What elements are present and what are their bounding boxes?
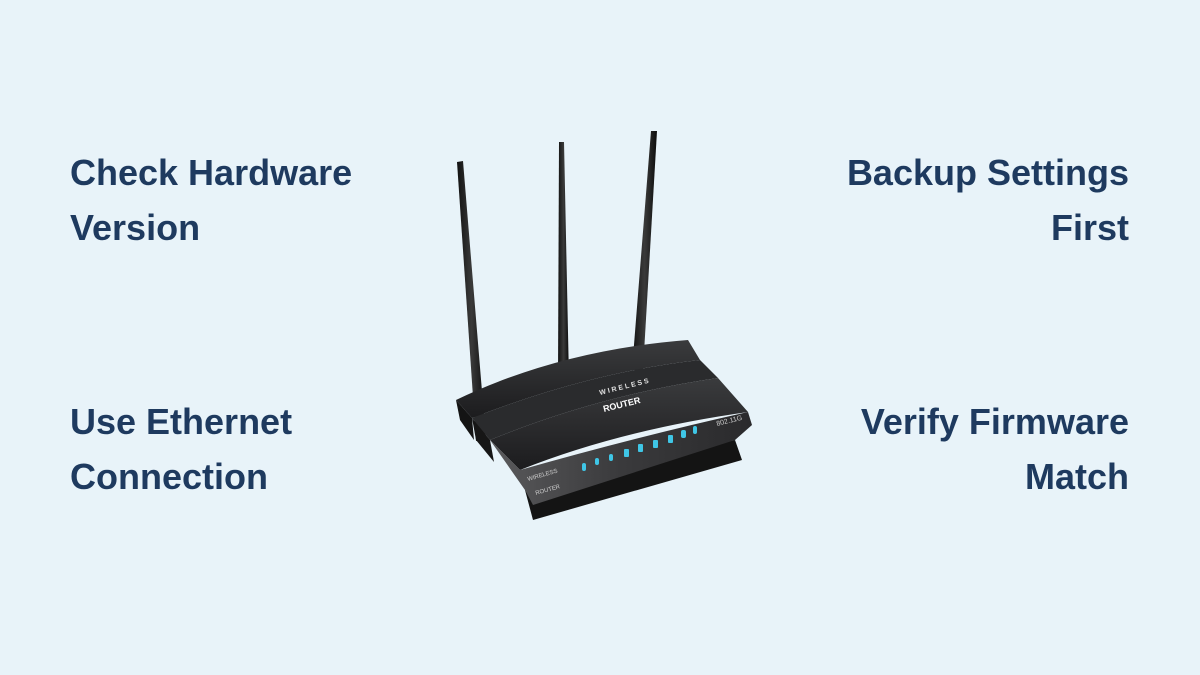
tip-line: Version — [70, 207, 201, 248]
led-lan4 — [668, 435, 673, 443]
router-base — [525, 440, 742, 520]
led-power — [582, 463, 586, 471]
router-top-layer — [472, 360, 718, 440]
router-image: WIRELESS ROUTER WIRELESS ROUTER 802.11G — [440, 120, 770, 530]
tip-line: Connection — [70, 456, 268, 497]
tip-check-hardware-version: Check Hardware Version — [70, 145, 352, 255]
tip-use-ethernet-connection: Use Ethernet Connection — [70, 394, 292, 504]
antenna-right — [632, 131, 657, 370]
router-top-layer — [456, 340, 700, 418]
antenna-middle — [558, 142, 569, 380]
tip-line: Match — [1024, 456, 1129, 497]
led-lan3 — [653, 440, 658, 448]
led-wps — [693, 426, 697, 434]
router-top-layer — [490, 378, 748, 470]
tip-line: Verify Firmware — [860, 401, 1129, 442]
tip-line: Check Hardware — [70, 152, 353, 193]
tip-line: First — [1050, 207, 1129, 248]
led-internet — [609, 454, 613, 461]
led-usb — [681, 430, 686, 438]
led-lan2 — [638, 444, 643, 452]
router-front-panel — [490, 412, 752, 505]
led-wifi — [595, 458, 599, 465]
tip-line: Use Ethernet — [70, 401, 293, 442]
led-lan1 — [624, 449, 629, 457]
tip-backup-settings-first: Backup Settings First — [847, 145, 1129, 255]
tip-verify-firmware-match: Verify Firmware Match — [861, 394, 1129, 504]
router-leds — [582, 426, 697, 471]
tip-line: Backup Settings — [846, 152, 1129, 193]
router-side-edge — [456, 400, 474, 440]
router-side-edge — [472, 418, 494, 462]
antenna-left — [457, 161, 486, 441]
